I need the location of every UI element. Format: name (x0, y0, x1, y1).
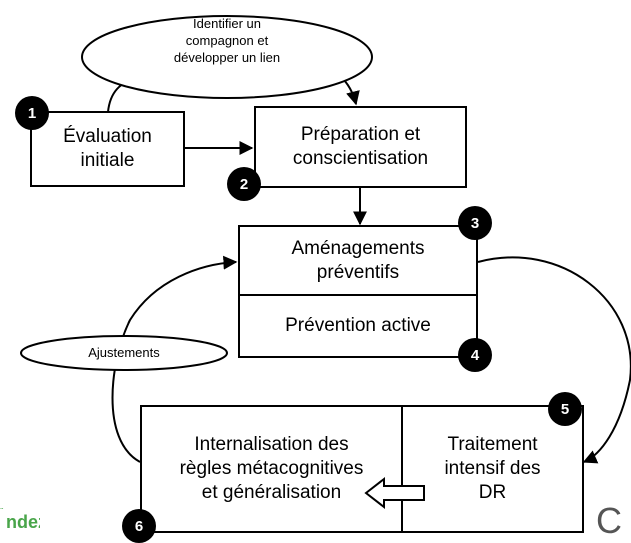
node-evaluation-label: Évaluation initiale (63, 126, 152, 171)
node-amenagements: Aménagements préventifs (238, 225, 478, 296)
ellipse-compagnon-label: Identifier un compagnon et développer un… (173, 16, 281, 65)
step-badge-5: 5 (548, 392, 582, 426)
node-traitement: Traitement intensif des DR (401, 405, 584, 533)
logo-text: ndez- (6, 512, 40, 532)
arrow-internalisation-to-amenagements (111, 255, 238, 463)
node-preparation: Préparation et conscientisation (254, 106, 467, 188)
ellipse-compagnon-shape (81, 15, 373, 99)
node-internalisation: Internalisation des règles métacognitive… (140, 405, 403, 533)
arrow-prevention-to-traitement (477, 256, 631, 464)
node-evaluation: Évaluation initiale (30, 111, 185, 187)
corner-glyph: C (596, 500, 622, 541)
step-badge-1: 1 (15, 96, 49, 130)
step-badge-6: 6 (122, 509, 156, 543)
logo-fragment: * ndez- (0, 508, 40, 533)
step-badge-2: 2 (227, 167, 261, 201)
node-preparation-label: Préparation et conscientisation (292, 124, 429, 169)
ellipse-ajustements-label: Ajustements (88, 345, 160, 360)
node-amenagements-label: Aménagements préventifs (291, 237, 425, 283)
node-traitement-label: Traitement intensif des DR (444, 434, 541, 503)
node-prevention: Prévention active (238, 294, 478, 358)
hollow-arrow-left-icon (364, 476, 425, 510)
ellipse-ajustements-shape (20, 335, 228, 371)
step-badge-3: 3 (458, 206, 492, 240)
node-internalisation-label: Internalisation des règles métacognitive… (179, 434, 364, 503)
node-prevention-label: Prévention active (285, 315, 431, 337)
step-badge-4: 4 (458, 338, 492, 372)
logo-mark-icon: * (0, 508, 4, 514)
